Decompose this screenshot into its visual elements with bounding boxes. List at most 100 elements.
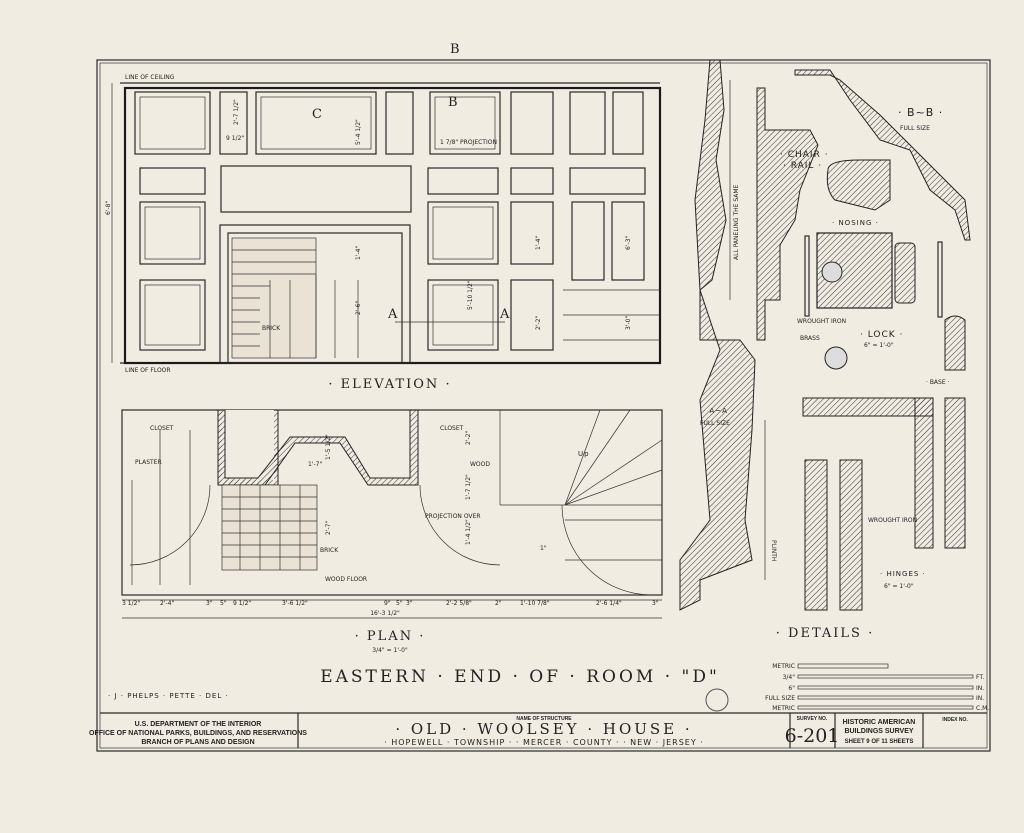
chair-rail-label-2: · RAIL ·	[783, 161, 822, 171]
closet-left-label: CLOSET	[150, 425, 174, 432]
line-of-floor-label: LINE OF FLOOR	[125, 367, 171, 374]
brass-knob	[824, 346, 848, 370]
plaster-label: PLASTER	[135, 459, 162, 466]
scale-label: FULL SIZE	[765, 695, 795, 702]
dim: 3"	[406, 600, 413, 607]
dim: 1'-10 7/8"	[520, 600, 550, 607]
height-dimension: 6'-8"	[105, 201, 112, 215]
dim: 1'-4"	[535, 236, 542, 250]
dim: 1'-7"	[308, 461, 322, 468]
sheet-title: EASTERN · END · OF · ROOM · "D"	[320, 667, 720, 687]
dim: 3 1/2"	[122, 600, 140, 607]
dim: 9"	[384, 600, 391, 607]
hinges-wrought-iron-label: WROUGHT IRON	[868, 517, 917, 524]
survey-no-label: SURVEY NO.	[797, 716, 828, 722]
dim: 2"	[495, 600, 502, 607]
lock-scale: 6" = 1'-0"	[864, 342, 894, 349]
chair-rail-label: · CHAIR ·	[780, 150, 829, 160]
scale-unit: IN.	[976, 695, 984, 702]
brick-note: BRICK	[262, 325, 281, 332]
section-c-marker: C	[312, 107, 324, 122]
aa-section-label: · A~A ·	[703, 407, 734, 415]
scale-label: METRIC	[772, 663, 795, 670]
scale-unit: IN.	[976, 685, 984, 692]
overall-dimension: 16'-3 1/2"	[370, 610, 400, 617]
section-b-marker-lower: B	[448, 95, 460, 110]
dim: 3'-6 1/2"	[282, 600, 308, 607]
line-of-ceiling-label: LINE OF CEILING	[125, 74, 175, 81]
details-label: · DETAILS ·	[776, 626, 874, 641]
name-of-structure-label: NAME OF STRUCTURE	[516, 716, 572, 722]
dim: 2'-4"	[160, 600, 174, 607]
dim: 2'-7"	[325, 521, 332, 535]
dim: 9 1/2"	[226, 135, 244, 142]
agency-line-1: U.S. DEPARTMENT OF THE INTERIOR	[135, 721, 262, 728]
scale-label: 6"	[788, 685, 795, 692]
brick-label: BRICK	[320, 547, 339, 554]
hinges-label: · HINGES ·	[880, 570, 926, 578]
dim: 5'-4 1/2"	[355, 119, 362, 145]
section-a-marker-left: A	[387, 307, 399, 322]
delineator: · J · PHELPS · PETTE · DEL ·	[108, 692, 229, 700]
scale-label: 3/4"	[783, 674, 796, 681]
dim: 2'-2"	[465, 431, 472, 445]
scale-unit: FT.	[976, 674, 984, 681]
seal	[705, 688, 729, 712]
structure-name: · OLD · WOOLSEY · HOUSE ·	[395, 720, 692, 738]
closet-right-label: CLOSET	[440, 425, 464, 432]
habs-line-1: HISTORIC AMERICAN	[843, 719, 916, 726]
wood-floor-label: WOOD FLOOR	[325, 576, 367, 583]
brass-label: BRASS	[800, 335, 820, 342]
dim: 1'-5 1/2"	[325, 434, 332, 460]
bb-section-label: · B~B ·	[898, 106, 943, 119]
plan-drawing: CLOSET CLOSET PLASTER WOOD BRICK WOOD FL…	[121, 409, 663, 654]
nosing-label: · NOSING ·	[832, 219, 879, 227]
sheet-border	[96, 59, 991, 752]
dim: 1'-7 1/2"	[465, 474, 472, 500]
sheet-number: SHEET 9 OF 11 SHEETS	[845, 739, 914, 745]
scale-unit: C.M.	[976, 705, 989, 712]
dim: 1"	[540, 545, 547, 552]
dim: 3"	[652, 600, 659, 607]
title-block: U.S. DEPARTMENT OF THE INTERIOR OFFICE O…	[89, 712, 987, 748]
dim: 5"	[220, 600, 227, 607]
projection-over-label: PROJECTION OVER	[425, 513, 481, 520]
dim: 5"	[396, 600, 403, 607]
dim: 2'-6"	[355, 301, 362, 315]
section-a-marker-right: A	[499, 307, 511, 322]
lock-label: · LOCK ·	[860, 330, 903, 340]
dim: 3'-0"	[625, 316, 632, 330]
scale-label: METRIC	[772, 705, 795, 712]
agency-line-2: OFFICE OF NATIONAL PARKS, BUILDINGS, AND…	[89, 730, 307, 737]
paneling-note: ALL PANELING THE SAME	[733, 184, 740, 260]
dim: 2'-2"	[535, 316, 542, 330]
wrought-iron-label: WROUGHT IRON	[797, 318, 846, 325]
dim: 2'-2 5/8"	[446, 600, 472, 607]
elevation-label: · ELEVATION ·	[328, 377, 451, 392]
projection-note: 1 7/8" PROJECTION	[440, 139, 497, 146]
plan-scale: 3/4" = 1'-0"	[372, 647, 408, 654]
plan-label: · PLAN ·	[355, 629, 426, 644]
dim: 3"	[206, 600, 213, 607]
dim: 2'-6 1/4"	[596, 600, 622, 607]
aa-scale: FULL SIZE	[700, 420, 730, 427]
habs-line-2: BUILDINGS SURVEY	[844, 728, 913, 735]
index-no-label: INDEX NO.	[942, 717, 968, 723]
dim: 1'-4 1/2"	[465, 519, 472, 545]
h-hinge	[804, 459, 828, 611]
structure-location: · HOPEWELL · TOWNSHIP · · MERCER · COUNT…	[384, 738, 704, 747]
agency-line-3: BRANCH OF PLANS AND DESIGN	[141, 739, 254, 746]
dim: 5'-10 1/2"	[467, 280, 474, 310]
elevation-drawing: LINE OF CEILING LINE OF FLOOR 6'-8"	[105, 42, 662, 392]
wood-label: WOOD	[470, 461, 490, 468]
graphic-scales: METRIC 3/4" 6" FULL SIZE METRIC FT. IN. …	[765, 663, 989, 712]
dim: 6'-3"	[625, 236, 632, 250]
stair-up-label: Up	[578, 450, 590, 458]
plinth-label: PLINTH	[770, 540, 777, 561]
dim: 2'-7 1/2"	[233, 99, 240, 125]
l-hinge	[802, 397, 934, 417]
hinges-scale: 6" = 1'-0"	[884, 583, 914, 590]
bb-scale: FULL SIZE	[900, 125, 930, 132]
base-label: · BASE ·	[926, 379, 950, 386]
